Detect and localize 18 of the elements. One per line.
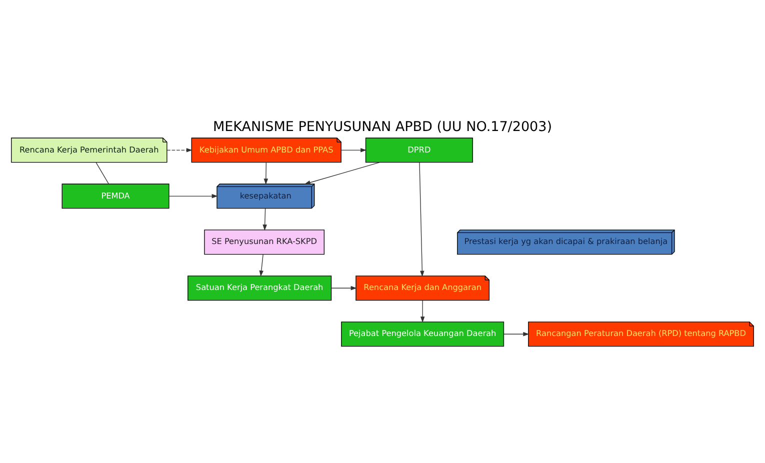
arrow <box>166 148 192 152</box>
arrow <box>419 162 424 276</box>
arrow <box>304 162 380 184</box>
arrow <box>340 148 367 152</box>
arrow <box>331 286 357 290</box>
diagram-title: MEKANISME PENYUSUNAN APBD (UU NO.17/2003) <box>212 118 552 135</box>
arrow <box>264 162 268 184</box>
node-box: PEMDA <box>62 183 170 208</box>
arrow <box>504 331 530 336</box>
node-box: DPRD <box>365 137 473 162</box>
arrow <box>420 300 425 322</box>
arrow <box>259 254 264 276</box>
arrow <box>168 194 218 198</box>
node-box: Satuan Kerja Perangkat Daerah <box>188 275 332 300</box>
arrow <box>262 208 267 230</box>
connector <box>96 162 109 184</box>
node-box: SE Penyusunan RKA-SKPD <box>204 229 324 254</box>
node-box: Pejabat Pengelola Keuangan Daerah <box>341 321 504 346</box>
